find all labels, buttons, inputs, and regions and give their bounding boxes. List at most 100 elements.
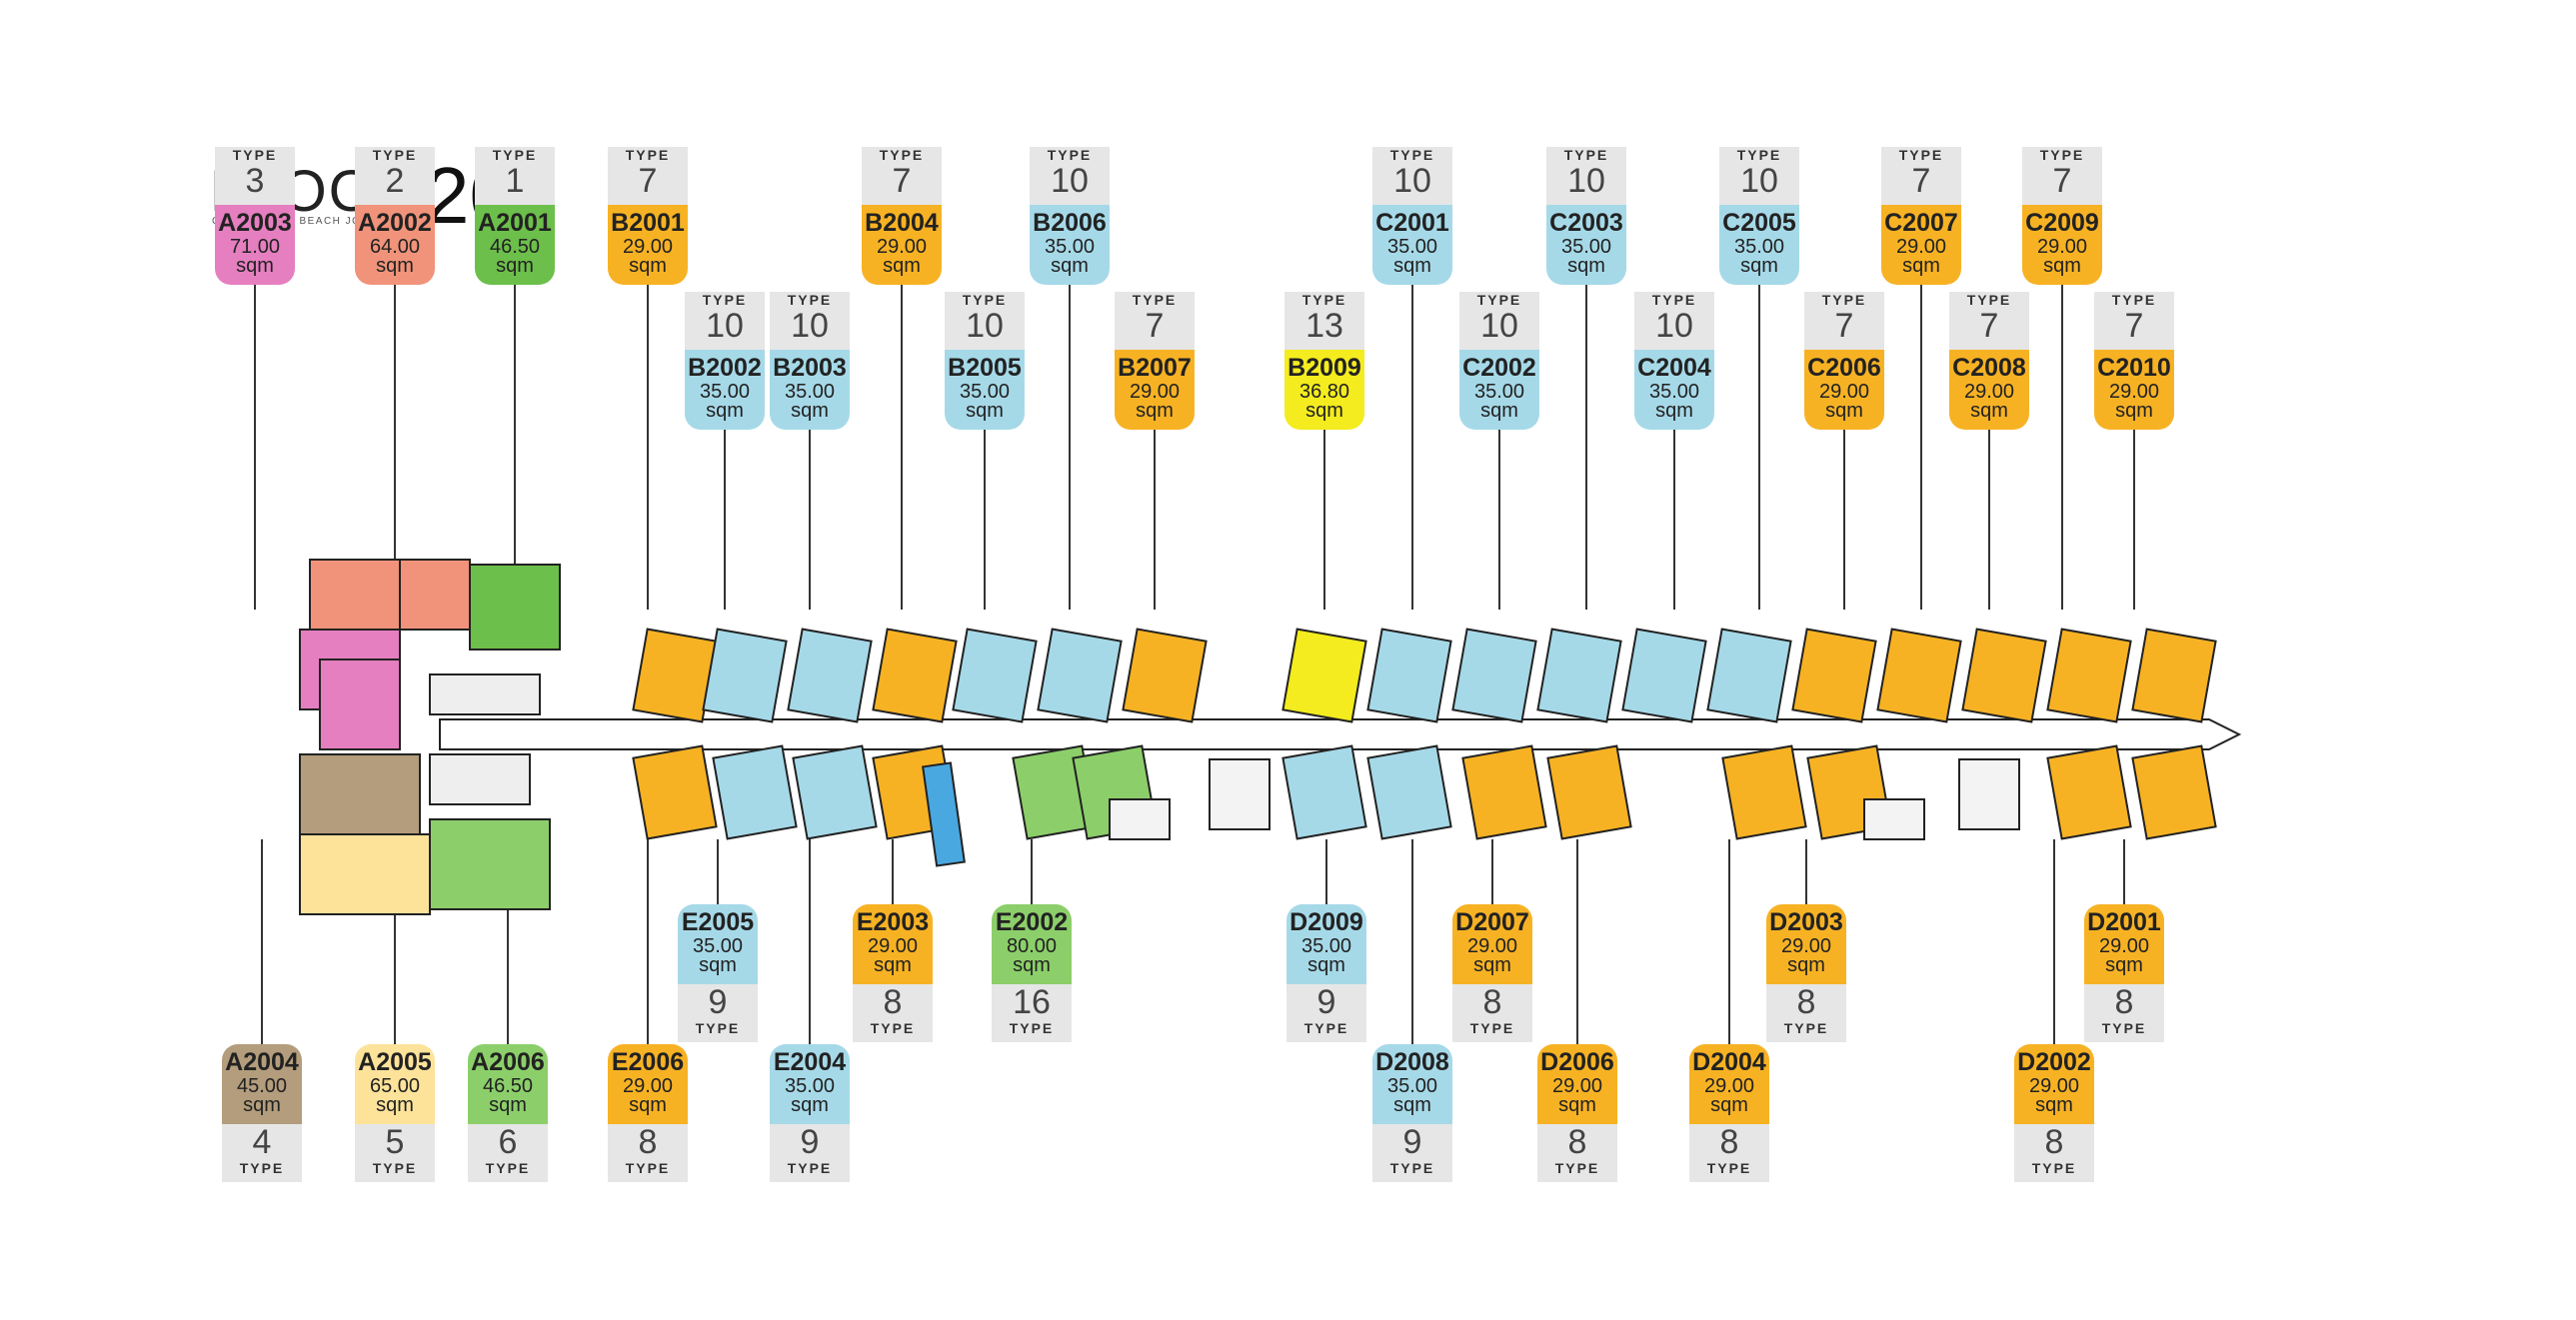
unit-area-unit: sqm <box>706 400 744 422</box>
unit-area: 29.00 <box>622 1075 674 1097</box>
unit-info-box: C2001 35.00 sqm <box>1372 205 1452 285</box>
type-word: TYPE <box>1783 1020 1829 1036</box>
type-word: TYPE <box>1303 1020 1349 1036</box>
lift-core-1 <box>1109 798 1171 840</box>
top-unit-block-10 <box>1536 628 1622 723</box>
type-number: 1 <box>505 162 525 200</box>
unit-info-box: C2008 29.00 sqm <box>1949 350 2029 430</box>
unit-area: 29.00 <box>867 935 919 957</box>
unit-area-unit: sqm <box>1480 400 1518 422</box>
leader-lines <box>254 285 2135 1044</box>
unit-area-unit: sqm <box>1567 255 1605 277</box>
unit-id: B2002 <box>688 354 762 382</box>
type-number: 2 <box>385 162 405 200</box>
unit-id: C2007 <box>1884 209 1958 237</box>
unit-info-box: D2001 29.00 sqm <box>2084 904 2164 984</box>
core-stairs-bottom <box>429 753 531 805</box>
bottom-unit-block-12 <box>2046 744 2132 840</box>
type-word: TYPE <box>870 1020 916 1036</box>
unit-id: A2005 <box>358 1048 432 1076</box>
type-number: 8 <box>1796 983 1816 1021</box>
unit-info-box: A2001 46.50 sqm <box>475 205 555 285</box>
top-unit-block-4 <box>952 628 1038 723</box>
unit-area: 35.00 <box>1560 236 1612 258</box>
unit-info-box: D2009 35.00 sqm <box>1287 904 1366 984</box>
type-word: TYPE <box>492 147 538 163</box>
unit-area: 35.00 <box>1386 1075 1438 1097</box>
unit-area: 29.00 <box>2108 381 2160 403</box>
unit-info-box: B2003 35.00 sqm <box>770 350 850 430</box>
unit-id: A2001 <box>478 209 552 237</box>
type-number: 5 <box>385 1123 405 1161</box>
type-number: 7 <box>1145 307 1165 345</box>
unit-area: 80.00 <box>1006 935 1058 957</box>
type-word: TYPE <box>372 1160 418 1176</box>
unit-id: B2009 <box>1288 354 1361 382</box>
unit-area-unit: sqm <box>1558 1094 1596 1116</box>
unit-area: 36.80 <box>1298 381 1350 403</box>
top-unit-block-15 <box>1961 628 2047 723</box>
type-number: 4 <box>252 1123 272 1161</box>
unit-area: 35.00 <box>1386 236 1438 258</box>
unit-info-box: E2002 80.00 sqm <box>992 904 1072 984</box>
unit-area: 29.00 <box>1129 381 1181 403</box>
unit-id: D2004 <box>1692 1048 1766 1076</box>
type-word: TYPE <box>239 1160 285 1176</box>
unit-block-a2004 <box>299 753 421 835</box>
unit-area-unit: sqm <box>791 400 829 422</box>
unit-area: 35.00 <box>959 381 1011 403</box>
top-unit-block-12 <box>1706 628 1792 723</box>
unit-area: 29.00 <box>2098 935 2150 957</box>
unit-info-box: E2005 35.00 sqm <box>678 904 758 984</box>
unit-info-box: B2004 29.00 sqm <box>862 205 942 285</box>
unit-id: B2006 <box>1033 209 1107 237</box>
type-number: 7 <box>2124 307 2144 345</box>
type-number: 10 <box>1393 162 1431 200</box>
unit-info-box: B2002 35.00 sqm <box>685 350 765 430</box>
type-number: 10 <box>1480 307 1518 345</box>
type-word: TYPE <box>1736 147 1782 163</box>
type-word: TYPE <box>2111 292 2157 308</box>
unit-info-box: C2003 35.00 sqm <box>1546 205 1626 285</box>
